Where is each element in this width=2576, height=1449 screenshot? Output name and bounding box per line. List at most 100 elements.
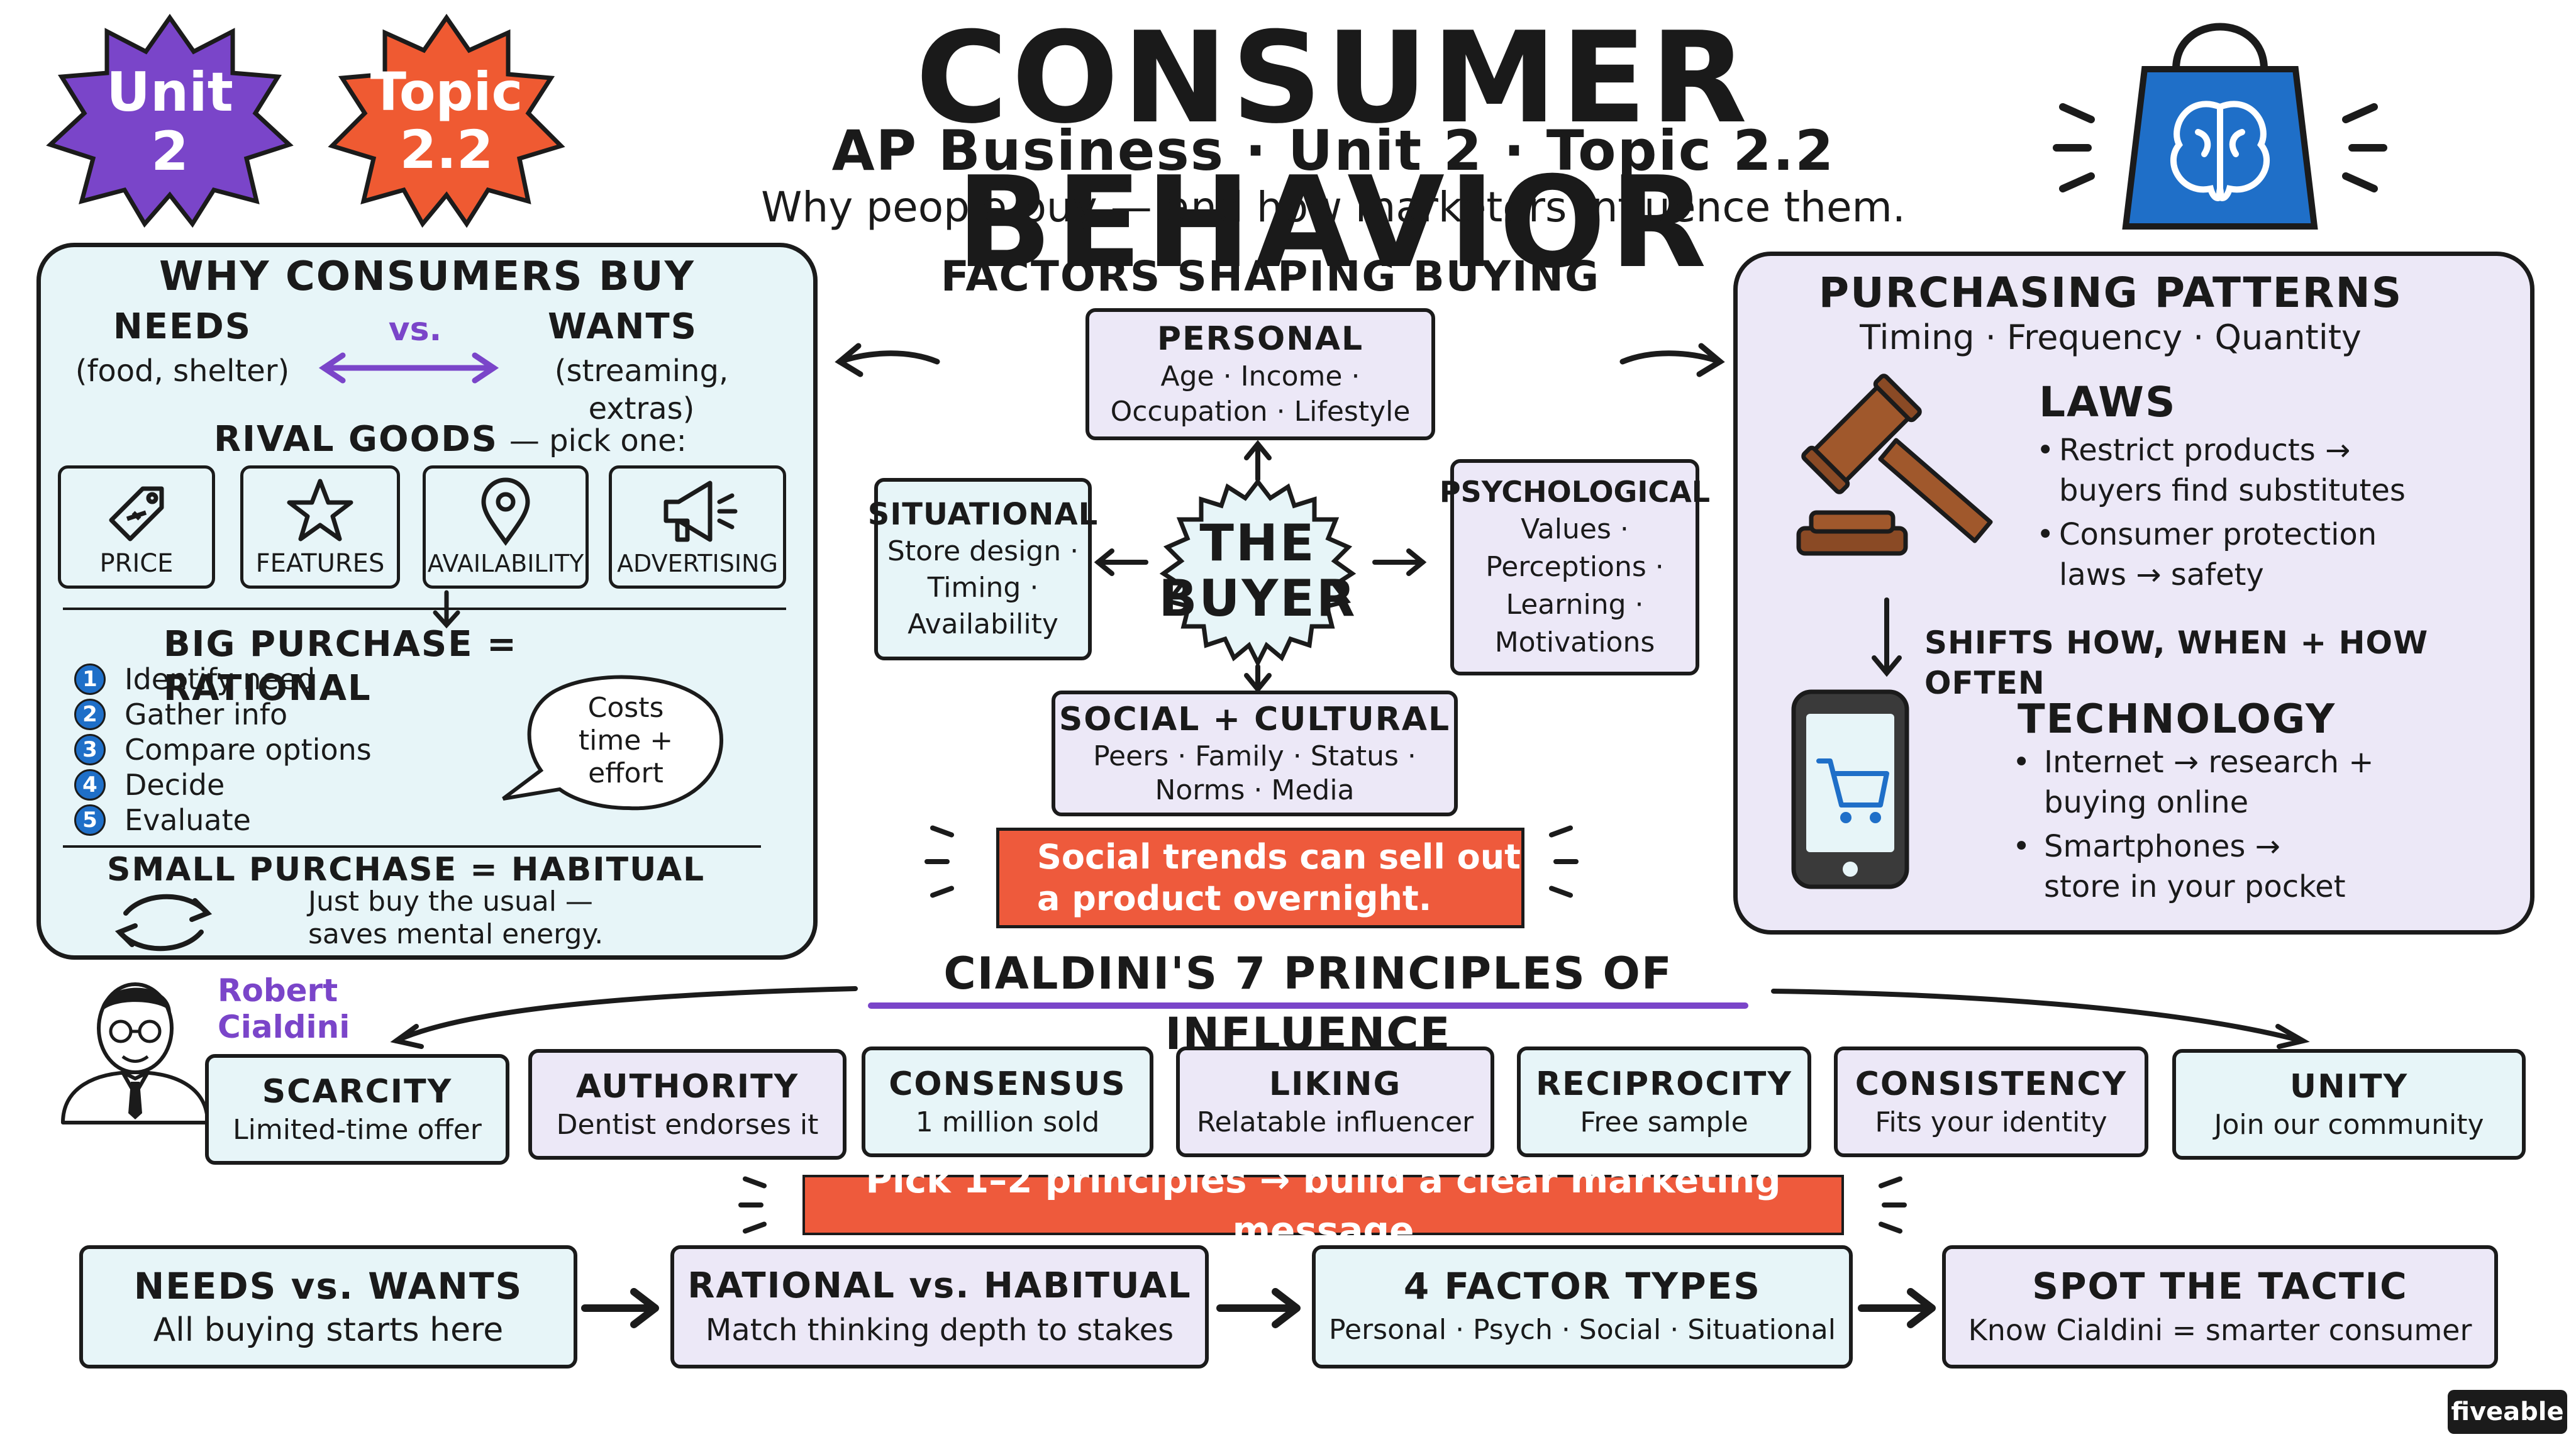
shifts-label: SHIFTS HOW, WHEN + HOW OFTEN: [1924, 625, 2429, 701]
principles-banner-text: Pick 1–2 principles → build a clear mark…: [865, 1158, 1781, 1252]
rival-item-features: FEATURES: [240, 465, 400, 589]
patterns-subtitle: Timing · Frequency · Quantity: [1860, 318, 2362, 357]
social-trends-banner: Social trends can sell out a product ove…: [996, 828, 1524, 928]
emphasis-mark: [741, 1175, 768, 1189]
speech-bubble: Costs time + effort: [491, 673, 730, 818]
topic-badge: Topic 2.2: [327, 13, 566, 228]
factor-text: Peers · Family · Status · Norms · Media: [1093, 740, 1416, 806]
factor-situational: SITUATIONAL Store design · Timing · Avai…: [868, 478, 1097, 660]
arrow-to-left-panel: [830, 340, 943, 377]
step-number: 2: [74, 699, 106, 730]
step-text: Evaluate: [125, 803, 251, 837]
divider-line: [63, 608, 786, 610]
needs-example: (food, shelter): [75, 353, 290, 389]
arrow-to-right-panel: [1616, 340, 1729, 377]
buyer-hub-text: THE BUYER: [1158, 514, 1357, 628]
principles-banner: Pick 1–2 principles → build a clear mark…: [802, 1158, 1844, 1252]
principle-name: UNITY: [2289, 1068, 2409, 1106]
summary-text: Know Cialdini = smarter consumer: [1968, 1313, 2472, 1347]
unit-badge-text: Unit 2: [106, 61, 233, 183]
wants-example: (streaming, extras): [554, 353, 729, 426]
emphasis-mark: [1553, 859, 1579, 864]
vs-label: vs.: [388, 311, 442, 348]
step-text: Gather info: [125, 697, 288, 731]
step-number: 3: [74, 734, 106, 765]
star-icon: [287, 479, 353, 541]
tech-item: •Internet → research + buying online: [2012, 742, 2516, 823]
summary-needs-wants: NEEDS vs. WANTS All buying starts here: [79, 1245, 577, 1368]
divider-line: [63, 845, 761, 848]
cycle-arrows-icon: [107, 888, 220, 957]
rival-item-label: PRICE: [99, 549, 174, 578]
megaphone-icon: [663, 480, 738, 542]
summary-spot-tactic: SPOT THE TACTIC Know Cialdini = smarter …: [1942, 1245, 2498, 1368]
factor-title: SITUATIONAL: [867, 497, 1099, 532]
step-number: 4: [74, 769, 106, 801]
principle-example: Relatable influencer: [1196, 1106, 1474, 1138]
summary-title: 4 FACTOR TYPES: [1403, 1265, 1762, 1307]
step-text: Identify need: [125, 662, 316, 696]
laws-item-text: Consumer protection laws → safety: [2059, 517, 2377, 592]
summary-text: All buying starts here: [153, 1311, 504, 1349]
laws-item: •Restrict products → buyers find substit…: [2036, 430, 2527, 511]
emphasis-mark: [741, 1221, 768, 1235]
cialdini-person-name: Robert Cialdini: [218, 972, 350, 1045]
fiveable-logo: fiveable: [2448, 1390, 2567, 1434]
factor-title: PERSONAL: [1157, 320, 1364, 358]
factor-text: Values · Perceptions · Learning · Motiva…: [1485, 513, 1664, 658]
principle-name: RECIPROCITY: [1535, 1065, 1793, 1103]
principle-example: 1 million sold: [915, 1106, 1100, 1138]
social-trends-text: Social trends can sell out a product ove…: [1037, 837, 1521, 918]
emphasis-mark: [1882, 1202, 1907, 1208]
emphasis-mark: [929, 885, 955, 899]
principle-scarcity: SCARCITY Limited-time offer: [205, 1054, 509, 1165]
small-purchase-title: SMALL PURCHASE = HABITUAL: [107, 851, 706, 889]
wants-label: WANTS: [548, 306, 697, 347]
hub-arrows: [1094, 440, 1446, 694]
shopping-bag-brain-icon: [2044, 0, 2396, 233]
laws-title: LAWS: [2039, 378, 2177, 426]
rival-goods-heading: RIVAL GOODS — pick one:: [214, 418, 717, 462]
decision-steps-list: 1 Identify need 2 Gather info 3 Compare …: [74, 662, 426, 838]
principle-reciprocity: RECIPROCITY Free sample: [1517, 1046, 1811, 1157]
cialdini-branch-arrows: [377, 981, 2327, 1050]
principle-name: SCARCITY: [262, 1073, 453, 1111]
page-tagline: Why people buy — and how marketers influ…: [761, 183, 1906, 231]
principle-consensus: CONSENSUS 1 million sold: [862, 1046, 1153, 1157]
tech-item: •Smartphones → store in your pocket: [2012, 826, 2516, 907]
buyer-hub: THE BUYER: [1145, 478, 1371, 668]
unit-badge: Unit 2: [44, 13, 296, 228]
principle-name: LIKING: [1269, 1065, 1402, 1103]
topic-badge-text: Topic 2.2: [370, 61, 523, 180]
principle-authority: AUTHORITY Dentist endorses it: [528, 1049, 847, 1160]
step-text: Decide: [125, 768, 225, 802]
summary-factor-types: 4 FACTOR TYPES Personal · Psych · Social…: [1312, 1245, 1853, 1368]
factor-title: PSYCHOLOGICAL: [1439, 475, 1711, 509]
cialdini-underline: [868, 1002, 1748, 1009]
tech-title: TECHNOLOGY: [2018, 696, 2336, 743]
big-purchase-title: BIG PURCHASE = RATIONAL: [164, 624, 518, 709]
step-row: 5 Evaluate: [74, 802, 426, 838]
rival-item-label: AVAILABILITY: [427, 550, 584, 577]
speech-bubble-text: Costs time + effort: [578, 692, 674, 789]
summary-title: NEEDS vs. WANTS: [133, 1265, 523, 1307]
factor-social-cultural: SOCIAL + CULTURAL Peers · Family · Statu…: [1052, 691, 1458, 816]
tech-item-text: Internet → research + buying online: [2044, 745, 2374, 820]
fiveable-logo-text: fiveable: [2451, 1397, 2564, 1426]
principle-example: Fits your identity: [1875, 1106, 2107, 1138]
step-row: 4 Decide: [74, 767, 426, 802]
patterns-title: PURCHASING PATTERNS: [1818, 269, 2403, 317]
laws-item: •Consumer protection laws → safety: [2036, 514, 2527, 595]
summary-title: SPOT THE TACTIC: [2032, 1265, 2408, 1307]
emphasis-mark: [1548, 885, 1574, 899]
step-number: 1: [74, 663, 106, 695]
emphasis-mark: [1877, 1221, 1904, 1235]
cialdini-title: CIALDINI'S 7 PRINCIPLES OF INFLUENCE: [943, 948, 1673, 1060]
principle-name: CONSENSUS: [889, 1065, 1126, 1103]
rival-item-price: PRICE: [58, 465, 215, 589]
person-icon: [57, 962, 214, 1126]
gavel-icon: [1786, 374, 2000, 566]
rival-item-label: FEATURES: [255, 549, 385, 578]
step-row: 1 Identify need: [74, 662, 426, 697]
smartphone-cart-icon: [1786, 686, 1918, 893]
